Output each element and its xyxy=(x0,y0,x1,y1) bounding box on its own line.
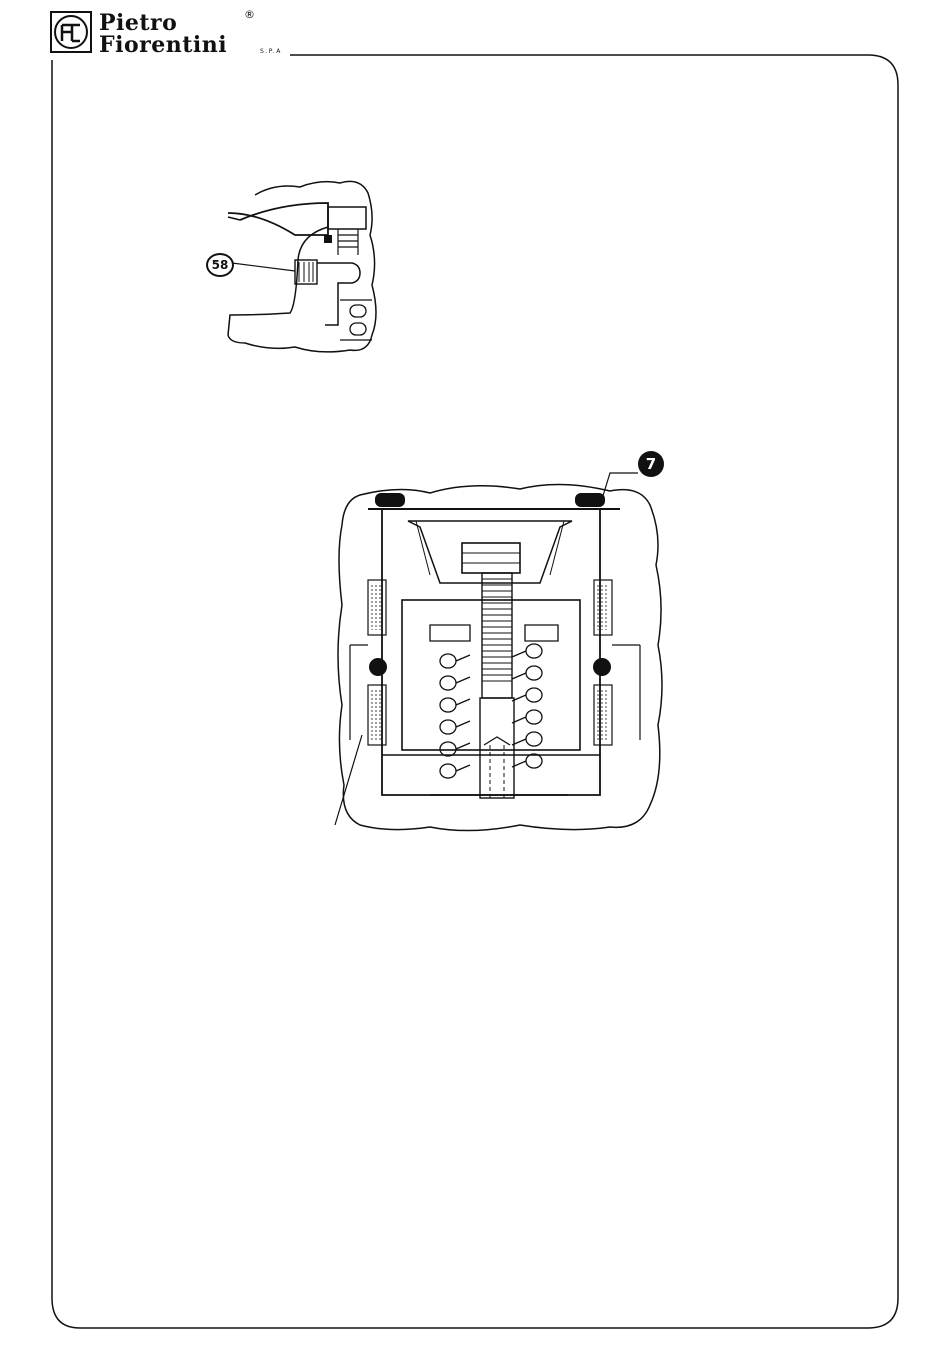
callout-58: 58 xyxy=(206,253,234,277)
spring-assembly-figure xyxy=(320,455,680,850)
callout-7: 7 xyxy=(638,451,664,477)
